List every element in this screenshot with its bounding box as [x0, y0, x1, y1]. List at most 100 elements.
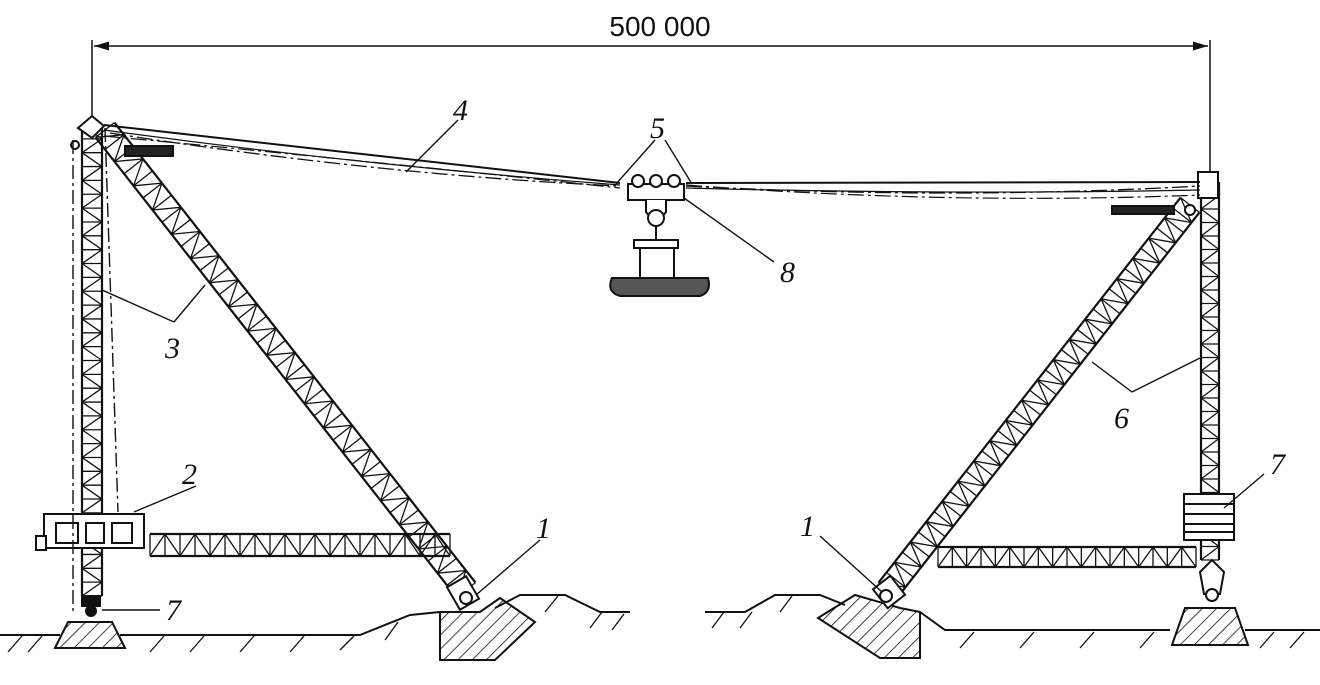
left-mast-diagonal — [81, 470, 103, 486]
right-mast-diagonal — [1200, 397, 1220, 413]
left-boom-strut — [304, 388, 324, 405]
right-boom-diagonal — [910, 541, 938, 548]
left-boom-diagonal — [360, 449, 372, 477]
callout-5: 5 — [650, 112, 665, 145]
left-guy-line — [72, 127, 119, 612]
left-boom-diagonal — [322, 400, 334, 429]
left-mast-diagonal — [81, 304, 103, 320]
left-mast-diagonal — [81, 415, 103, 431]
left-boom-strut — [285, 364, 305, 381]
right-boom-strut — [1013, 409, 1033, 426]
right-mast-diagonal — [1200, 289, 1220, 305]
right-boom-diagonal — [1148, 237, 1176, 244]
left-boom-diagonal — [227, 279, 239, 308]
left-mast-diagonal — [81, 249, 103, 265]
right-mast-diagonal — [1200, 316, 1220, 332]
left-mast-diagonal — [81, 207, 103, 223]
left-boom-diagonal — [418, 545, 448, 550]
left-boom-diagonal — [342, 448, 372, 453]
callout-2: 2 — [182, 458, 197, 491]
left-mast-diagonal — [81, 235, 103, 251]
right-boom-strut — [1092, 308, 1113, 325]
right-boom-strut — [1132, 257, 1153, 274]
left-boom-strut — [218, 279, 239, 296]
left-boom-diagonal — [284, 352, 296, 380]
right-base-frame-diagonal — [1166, 546, 1183, 568]
right-pivot — [871, 574, 907, 610]
right-boom-diagonal — [1021, 399, 1049, 406]
left-base-frame-diagonal — [374, 533, 391, 557]
right-base-frame-diagonal — [1066, 546, 1082, 568]
left-boom-diagonal — [151, 182, 163, 211]
right-mast-diagonal — [1200, 275, 1220, 291]
left-boom-strut — [342, 436, 362, 453]
right-boom-strut — [1148, 237, 1169, 254]
left-mast-diagonal — [81, 443, 103, 459]
callout-1-left: 1 — [536, 512, 551, 545]
right-mast-diagonal — [1200, 343, 1220, 359]
right-boom-strut — [901, 551, 922, 568]
left-boom-strut — [418, 533, 438, 550]
left-boom-diagonal — [132, 158, 144, 187]
right-base-frame-diagonal — [1037, 546, 1054, 568]
right-boom-strut — [1076, 328, 1097, 345]
right-mast-diagonal — [1200, 370, 1220, 386]
callout-7-right: 7 — [1270, 448, 1287, 481]
right-boom-strut — [886, 571, 906, 588]
left-base-frame-diagonal — [359, 533, 376, 557]
right-boom-diagonal — [1085, 318, 1113, 325]
callout-3: 3 — [164, 332, 180, 365]
right-mast-diagonal — [1200, 248, 1220, 264]
left-boom-diagonal — [246, 303, 258, 332]
right-boom-strut — [1164, 217, 1184, 234]
right-boom-diagonal — [909, 541, 922, 568]
left-boom-strut — [152, 194, 172, 211]
left-boom-diagonal — [113, 134, 125, 162]
right-mast-diagonal — [1200, 464, 1220, 480]
right-boom-strut — [1172, 207, 1192, 224]
left-mast-diagonal — [81, 318, 103, 334]
callout-8: 8 — [780, 256, 795, 289]
right-boom-strut — [1156, 227, 1177, 244]
right-bogie — [1198, 558, 1226, 602]
right-base-frame-diagonal — [951, 546, 968, 568]
left-boom-diagonal — [399, 521, 429, 526]
left-boom-strut — [171, 218, 191, 235]
right-boom-diagonal — [1084, 318, 1097, 345]
left-mast-diagonal — [81, 429, 103, 445]
right-boom-strut — [1045, 369, 1065, 386]
right-boom-strut — [1068, 338, 1089, 355]
track-cables — [103, 124, 1201, 199]
callout-7-left: 7 — [166, 594, 183, 627]
left-base-frame-diagonal — [389, 533, 406, 557]
left-boom-diagonal — [437, 569, 467, 574]
right-boom-strut — [1140, 247, 1161, 264]
right-base-frame-diagonal — [980, 546, 996, 568]
right-boom-strut — [909, 541, 930, 558]
left-boom-diagonal — [265, 328, 277, 356]
right-boom-strut — [1029, 389, 1049, 406]
left-base-frame-diagonal — [419, 533, 436, 557]
left-mast-diagonal — [81, 290, 103, 306]
left-mast-diagonal — [81, 387, 103, 403]
right-boom-diagonal — [1036, 379, 1050, 406]
callout-1-right: 1 — [800, 510, 815, 543]
left-mast-cap — [70, 114, 174, 157]
left-base-frame-diagonal — [209, 533, 226, 557]
right-boom-strut — [965, 470, 986, 487]
right-mast-diagonal — [1200, 383, 1220, 399]
right-base-frame-diagonal — [1052, 546, 1068, 568]
left-boom-strut — [133, 170, 153, 187]
right-boom-strut — [989, 440, 1010, 457]
left-mast-diagonal — [81, 166, 103, 181]
left-boom-strut — [380, 485, 400, 502]
left-boom-diagonal — [189, 231, 201, 259]
left-mast-diagonal — [81, 456, 103, 472]
left-base-frame-diagonal — [224, 533, 241, 557]
right-mast-diagonal — [1200, 451, 1220, 467]
callout-6: 6 — [1114, 402, 1129, 435]
right-boom-strut — [1084, 318, 1105, 335]
foundation-left-anchor — [439, 596, 537, 661]
right-base-frame-diagonal — [937, 546, 953, 568]
left-mast-diagonal — [81, 152, 103, 168]
